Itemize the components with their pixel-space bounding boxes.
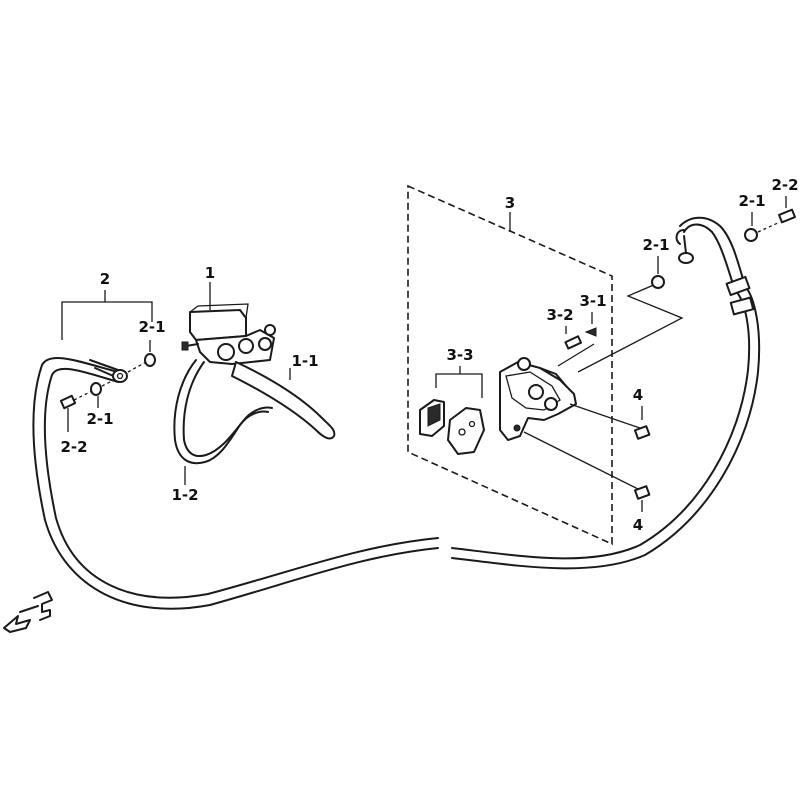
callout-washer-rear-left: 2-1 [642, 236, 669, 254]
callout-caliper-bolt-lower: 4 [633, 516, 643, 534]
bolt-front [59, 394, 77, 432]
front-direction-marker [3, 591, 53, 633]
callout-bolt-rear: 2-2 [771, 176, 798, 194]
caliper-bolt-upper [569, 403, 651, 440]
washer-rear-left [651, 275, 665, 289]
front-hose-banjo [89, 359, 128, 383]
callout-hose-assembly: 2 [100, 270, 110, 288]
callout-caliper-assembly: 3 [505, 194, 515, 212]
brake-pads [419, 366, 485, 455]
callout-bleeder-cap: 3-1 [579, 292, 606, 310]
bleeder-screw [564, 326, 583, 350]
callout-caliper-bolt-upper: 4 [633, 386, 643, 404]
callout-bolt-front: 2-2 [60, 438, 87, 456]
brake-hose [32, 216, 761, 610]
switch-wire [173, 359, 273, 485]
callout-bleeder-screw: 3-2 [546, 306, 573, 324]
caliper-kit-outline [407, 184, 613, 546]
caliper-bolt-lower [523, 431, 651, 512]
callout-switch-wire: 1-2 [171, 486, 198, 504]
washer-front-lower [90, 382, 102, 396]
master-cylinder [181, 282, 276, 365]
arrow-left-icon [3, 615, 31, 633]
callout-washer-rear-right: 2-1 [738, 192, 765, 210]
washer-rear-right [744, 228, 758, 242]
bolt-rear [778, 196, 796, 224]
washer-front-upper [144, 353, 156, 367]
hose-assembly-bracket [61, 290, 153, 340]
callout-master-cylinder: 1 [205, 264, 215, 282]
rear-hose-leader [577, 283, 684, 373]
brake-caliper [499, 357, 577, 441]
callout-brake-pads: 3-3 [446, 346, 473, 364]
bleeder-cap [584, 312, 597, 337]
callout-washer-front-lower: 2-1 [86, 410, 113, 428]
callout-washer-front-upper: 2-1 [138, 318, 165, 336]
callout-brake-lever: 1-1 [291, 352, 318, 370]
brake-lever [231, 361, 336, 440]
